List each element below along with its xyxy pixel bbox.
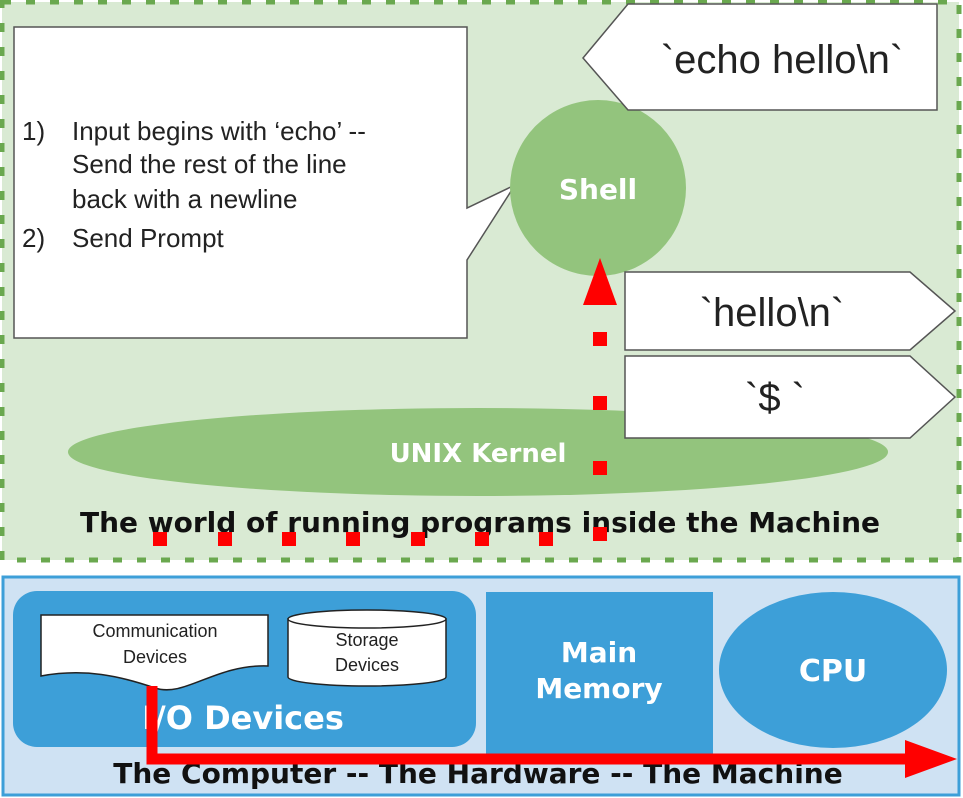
step-1-number: 1): [22, 116, 45, 146]
arrowhead-to-shell: [583, 258, 617, 305]
storage-label-2: Devices: [335, 655, 399, 675]
memory-label-2: Memory: [535, 672, 662, 705]
communication-label-1: Communication: [92, 621, 217, 641]
storage-devices: Storage Devices: [287, 609, 447, 687]
io-devices-label: I/O Devices: [142, 699, 344, 737]
step-2-number: 2): [22, 223, 45, 253]
step-2-line-1: Send Prompt: [72, 223, 225, 253]
cpu-label: CPU: [799, 654, 867, 689]
cpu: CPU: [719, 592, 947, 748]
arrowhead-right: [905, 740, 957, 778]
communication-devices: Communication Devices: [40, 614, 269, 691]
storage-label-1: Storage: [335, 630, 398, 650]
input-message-text: `echo hello\n`: [661, 38, 903, 82]
main-memory: Main Memory: [486, 592, 713, 754]
output-hello-text: `hello\n`: [700, 291, 845, 335]
input-message: `echo hello\n`: [582, 3, 938, 111]
shell: Shell: [510, 100, 686, 276]
memory-label-1: Main: [561, 636, 637, 669]
shell-label: Shell: [559, 173, 637, 206]
output-message-hello: `hello\n`: [624, 271, 957, 351]
shell-logic-callout: 1) Input begins with ‘echo’ -- Send the …: [13, 26, 518, 339]
kernel-label: UNIX Kernel: [390, 439, 567, 469]
dotted-data-path: [153, 332, 607, 546]
step-1-line-1: Input begins with ‘echo’ --: [72, 116, 366, 146]
output-message-prompt: `$ `: [624, 355, 957, 439]
output-prompt-text: `$ `: [745, 376, 805, 420]
step-1-line-3: back with a newline: [72, 184, 297, 214]
step-1-line-2: Send the rest of the line: [72, 149, 347, 179]
hardware-data-path: [146, 686, 957, 778]
communication-label-2: Devices: [123, 647, 187, 667]
